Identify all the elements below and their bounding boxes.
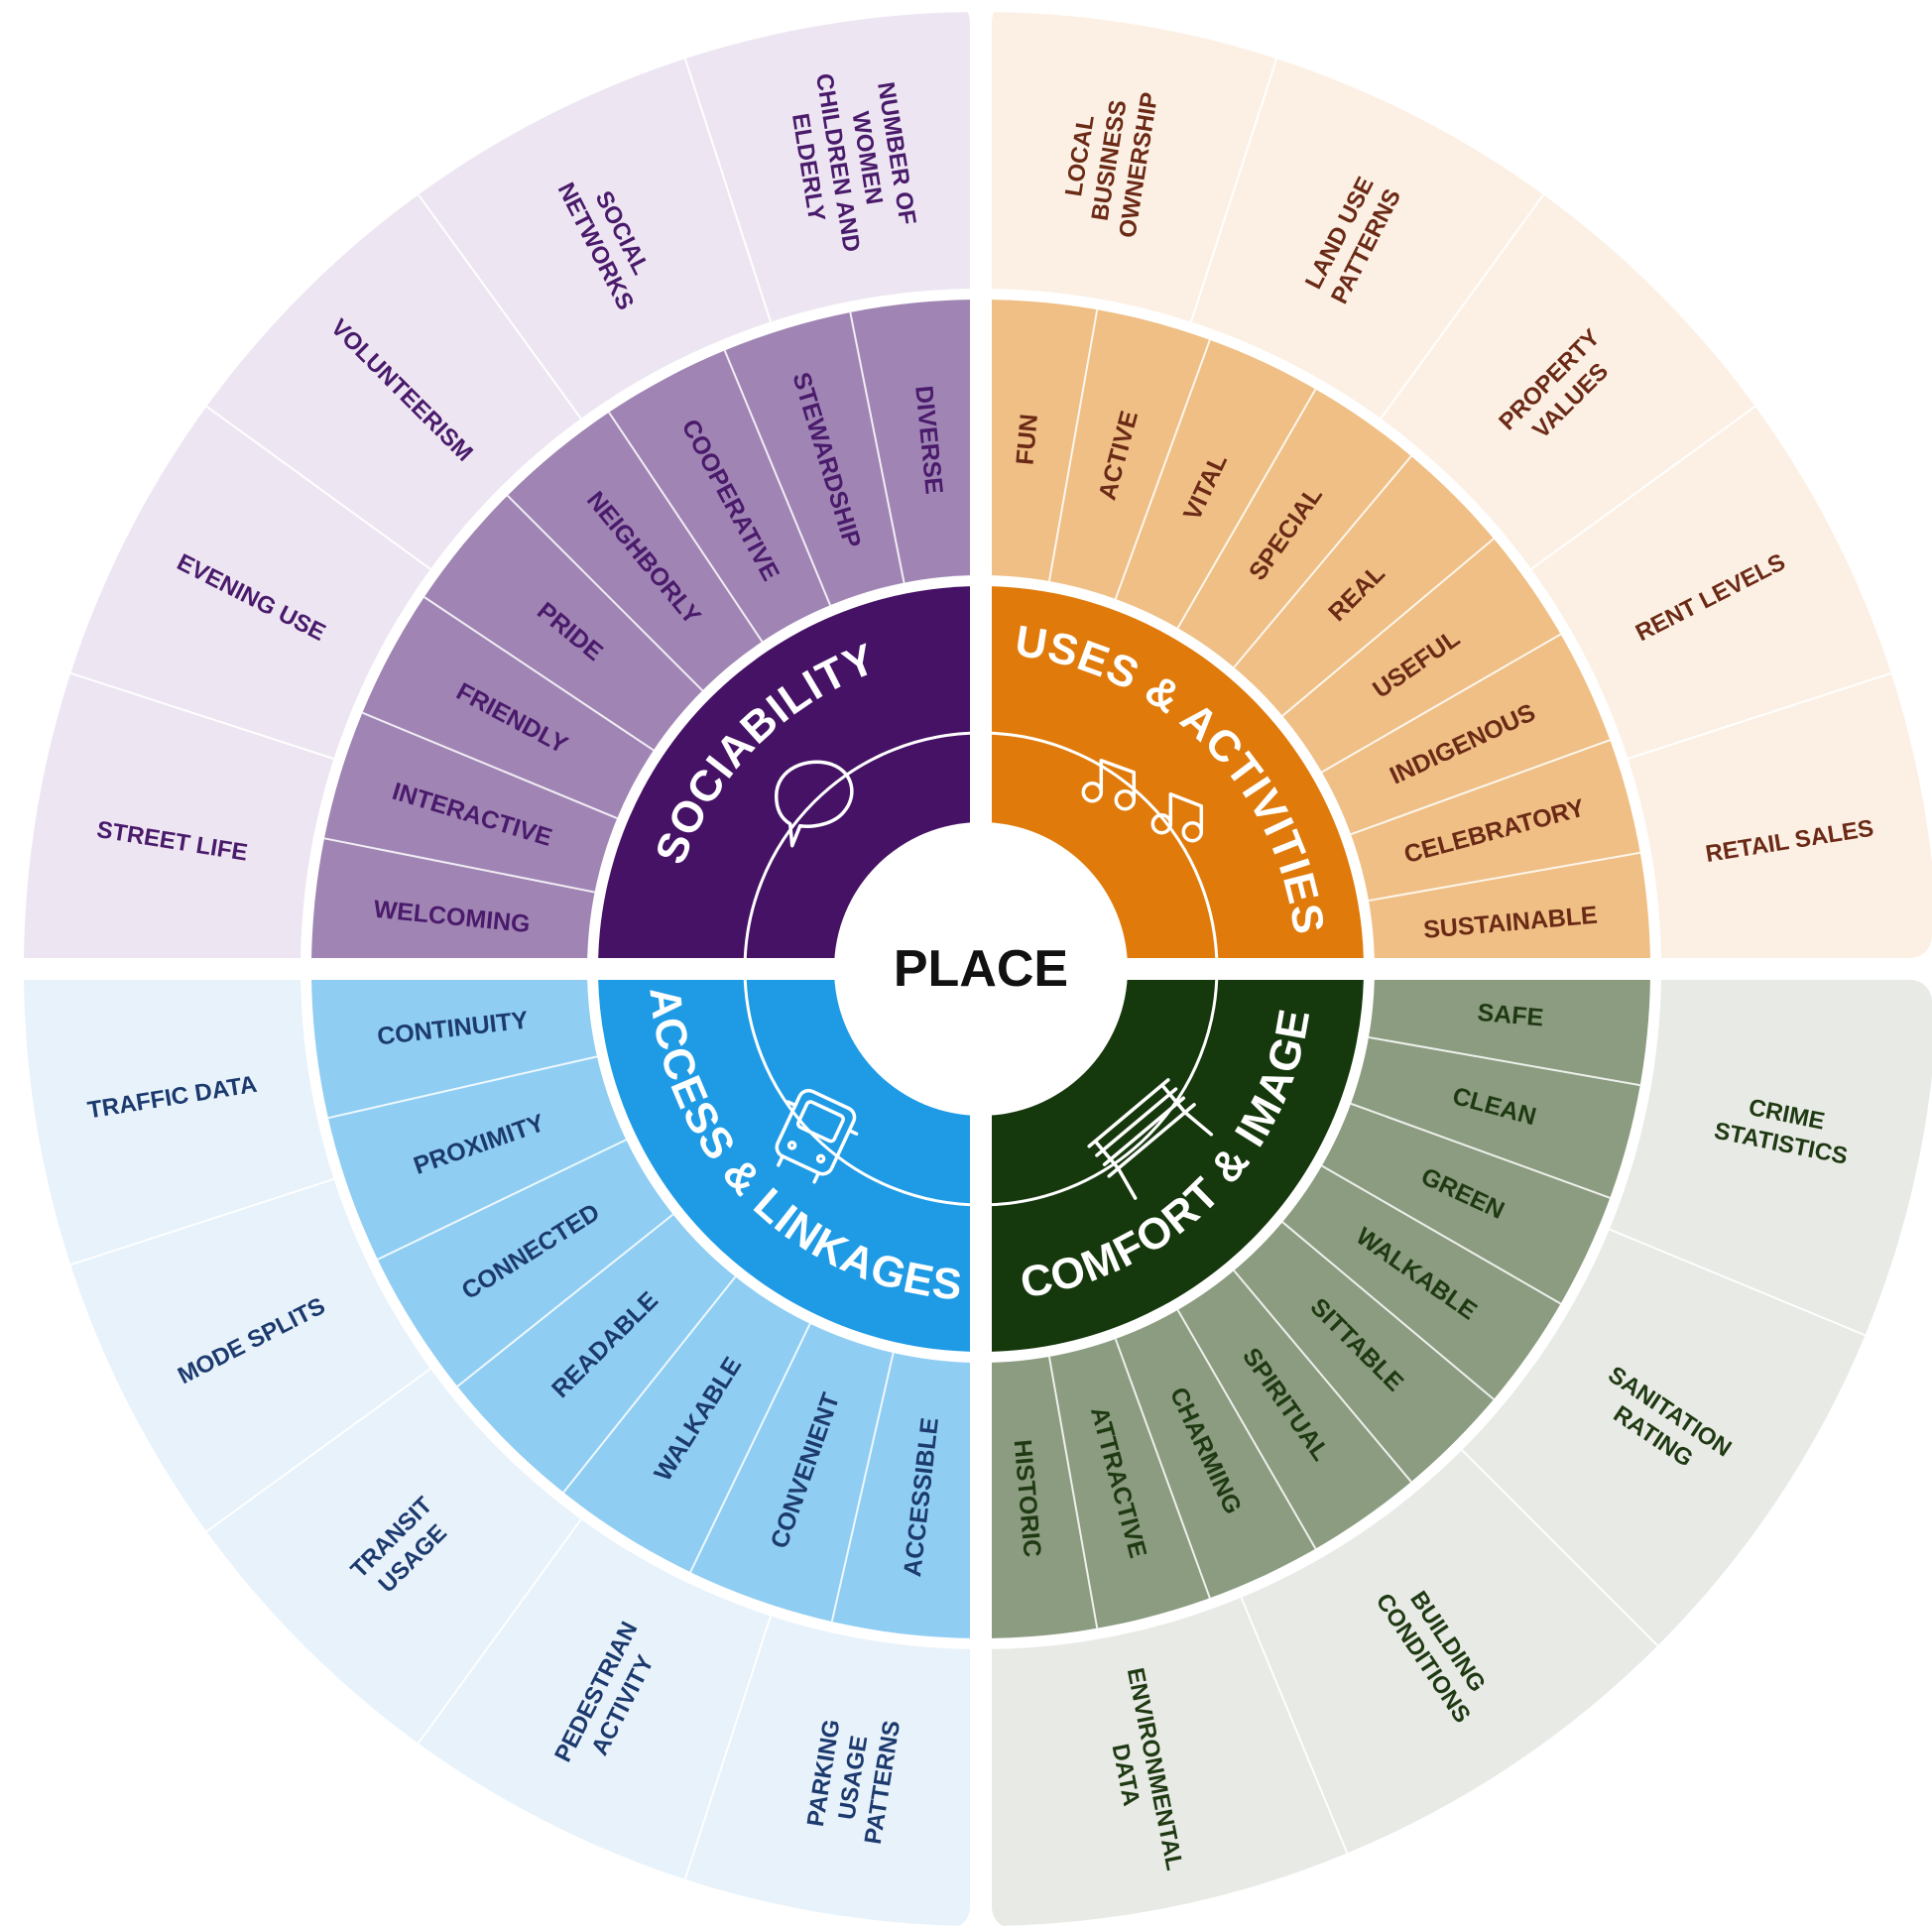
speech-bubble-icon <box>774 760 854 848</box>
uses-attribute-divider <box>1233 455 1412 668</box>
sociability-attribute-divider <box>849 311 906 583</box>
uses-measurement-divider <box>1380 193 1545 420</box>
comfort-attribute-label-line: SAFE <box>1477 999 1545 1032</box>
access-attribute-divider <box>456 1213 674 1387</box>
sociability-attribute-divider <box>608 412 764 643</box>
comfort-attribute-divider <box>1281 1221 1495 1400</box>
access-measurement-divider <box>69 1178 334 1266</box>
comfort-attribute-divider <box>1233 1269 1412 1483</box>
sociability-measurement-label: NUMBER OFWOMENCHILDREN ANDELDERLY <box>782 62 924 259</box>
access-attribute-divider <box>562 1275 737 1494</box>
uses-attribute-divider <box>1176 388 1317 629</box>
uses-attribute-divider <box>1368 851 1640 903</box>
uses-attribute-divider <box>1321 633 1562 774</box>
sociability-attribute-divider <box>323 837 595 894</box>
icons-layer <box>774 758 1214 1200</box>
comfort-measurement-divider <box>1240 1597 1349 1854</box>
bus-icon <box>775 1088 859 1184</box>
access-attribute-divider <box>689 1323 811 1573</box>
uses-measurement-divider <box>1628 671 1892 760</box>
bench-icon <box>1087 1078 1214 1200</box>
center-title: PLACE <box>894 940 1068 998</box>
access-measurement-divider <box>683 1616 772 1880</box>
comfort-attribute-divider <box>1368 1035 1640 1087</box>
uses-attribute-divider <box>1350 739 1611 836</box>
sociability-measurement-divider <box>417 193 582 420</box>
sociability-measurement-divider <box>205 405 431 570</box>
uses-measurement-divider <box>1530 405 1756 570</box>
comfort-measurement-divider <box>1609 1228 1866 1337</box>
center-circle <box>834 822 1128 1116</box>
uses-attribute-divider <box>1114 339 1211 600</box>
sociability-attribute-divider <box>506 494 703 691</box>
comfort-attribute-divider <box>1047 1356 1099 1628</box>
comfort-attribute-divider <box>1176 1309 1317 1550</box>
comfort-attribute-divider <box>1350 1102 1611 1199</box>
sociability-measurement-divider <box>683 58 772 322</box>
comfort-measurement-divider <box>1461 1449 1659 1647</box>
access-attribute-divider <box>377 1139 627 1261</box>
sociability-attribute-divider <box>361 711 618 819</box>
sociability-attribute-divider <box>723 349 831 606</box>
access-measurement-divider <box>205 1368 431 1533</box>
uses-attribute-label: FUN <box>1012 413 1043 466</box>
inner-white-ring <box>743 731 1219 1207</box>
comfort-attribute-label: SAFE <box>1477 999 1545 1032</box>
uses-attribute-divider <box>1047 309 1099 582</box>
access-attribute-divider <box>327 1055 598 1120</box>
access-attribute-divider <box>830 1352 895 1623</box>
sociability-attribute-divider <box>423 596 655 752</box>
inner-ring-layer <box>743 731 1219 1207</box>
uses-attribute-label-line: FUN <box>1012 413 1043 466</box>
sociability-measurement-divider <box>69 671 334 760</box>
comfort-attribute-divider <box>1114 1338 1211 1599</box>
music-notes-icon <box>1081 758 1204 843</box>
uses-attribute-divider <box>1281 538 1495 717</box>
quadrant-uses <box>992 12 1932 958</box>
comfort-attribute-divider <box>1321 1164 1562 1305</box>
uses-measurement-divider <box>1190 58 1278 322</box>
access-measurement-divider <box>417 1518 582 1745</box>
